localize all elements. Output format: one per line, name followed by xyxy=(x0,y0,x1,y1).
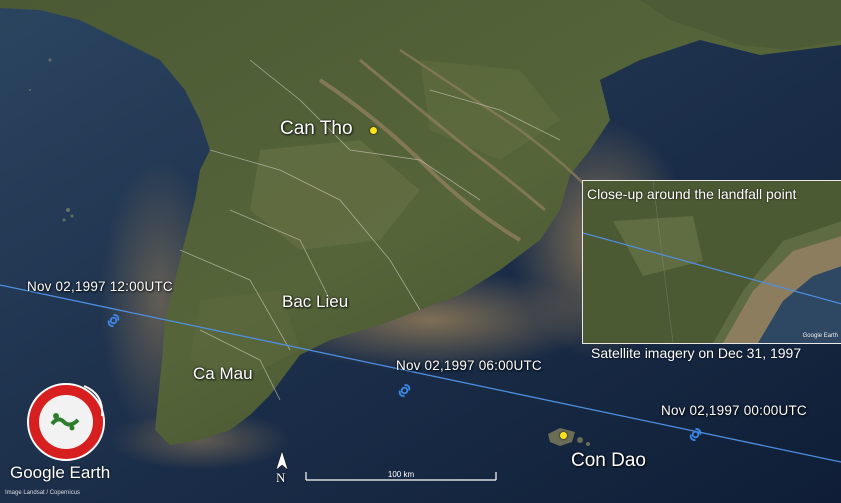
google-earth-logo: Google Earth xyxy=(10,463,111,482)
typhoon-icon xyxy=(398,383,411,398)
inset-watermark: Google Earth xyxy=(802,333,838,339)
city-label-con-dao: Con Dao xyxy=(571,450,646,471)
north-arrow: N xyxy=(273,450,291,486)
imagery-credit: Image Landsat / Copernicus xyxy=(5,490,81,496)
scale-bar-graphic xyxy=(305,472,497,481)
north-arrow-icon xyxy=(275,450,289,471)
scale-bar: 100 km xyxy=(305,468,497,482)
inset-imagery xyxy=(583,181,841,343)
north-label: N xyxy=(276,470,286,485)
typhoon-icon xyxy=(107,313,120,328)
inset-title: Close-up around the landfall point xyxy=(587,186,797,202)
track-time-label: Nov 02,1997 12:00UTC xyxy=(27,279,173,294)
track-time-label: Nov 02,1997 00:00UTC xyxy=(661,403,807,418)
city-label-ca-mau: Ca Mau xyxy=(193,364,253,383)
city-label-can-tho: Can Tho xyxy=(280,118,353,139)
inset-closeup-panel[interactable]: Close-up around the landfall point Googl… xyxy=(582,180,841,344)
city-marker-can-tho[interactable] xyxy=(370,127,377,134)
typhoon-icon xyxy=(689,427,702,442)
inset-caption: Satellite imagery on Dec 31, 1997 xyxy=(591,345,802,361)
track-time-label: Nov 02,1997 06:00UTC xyxy=(396,358,542,373)
city-label-bac-lieu: Bac Lieu xyxy=(282,292,349,311)
scale-bar-label: 100 km xyxy=(387,470,415,479)
jtwc-seal-logo xyxy=(27,383,105,461)
city-marker-con-dao[interactable] xyxy=(560,432,567,439)
